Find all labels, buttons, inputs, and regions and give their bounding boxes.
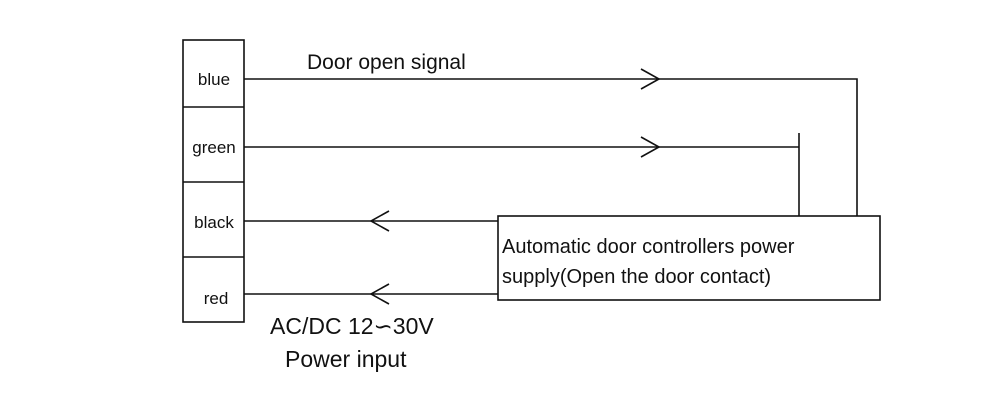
green-wire (244, 133, 800, 216)
blue-wire (244, 68, 858, 216)
controller-box: Automatic door controllers power supply(… (497, 215, 881, 301)
power-voltage-label: AC/DC 12∽30V (270, 313, 434, 339)
controller-box-outline (497, 215, 881, 301)
arrow-right-icon (640, 68, 661, 90)
terminal-block-outline (182, 39, 245, 323)
door-open-signal-label: Door open signal (307, 51, 466, 74)
arrow-right-icon (640, 136, 661, 158)
black-wire (244, 210, 498, 232)
terminal-label-red: red (204, 289, 229, 308)
terminal-label-green: green (192, 138, 235, 157)
terminal-label-blue: blue (198, 70, 230, 89)
arrow-left-icon (369, 283, 390, 305)
controller-label-line2: supply(Open the door contact) (502, 266, 771, 288)
power-input-label: Power input (285, 346, 407, 372)
red-wire (244, 283, 498, 305)
controller-label-line1: Automatic door controllers power (502, 236, 795, 258)
terminal-block: blue green black red (182, 39, 245, 323)
blue-wire-line (244, 78, 858, 216)
arrow-left-icon (369, 210, 390, 232)
terminal-label-black: black (194, 213, 234, 232)
